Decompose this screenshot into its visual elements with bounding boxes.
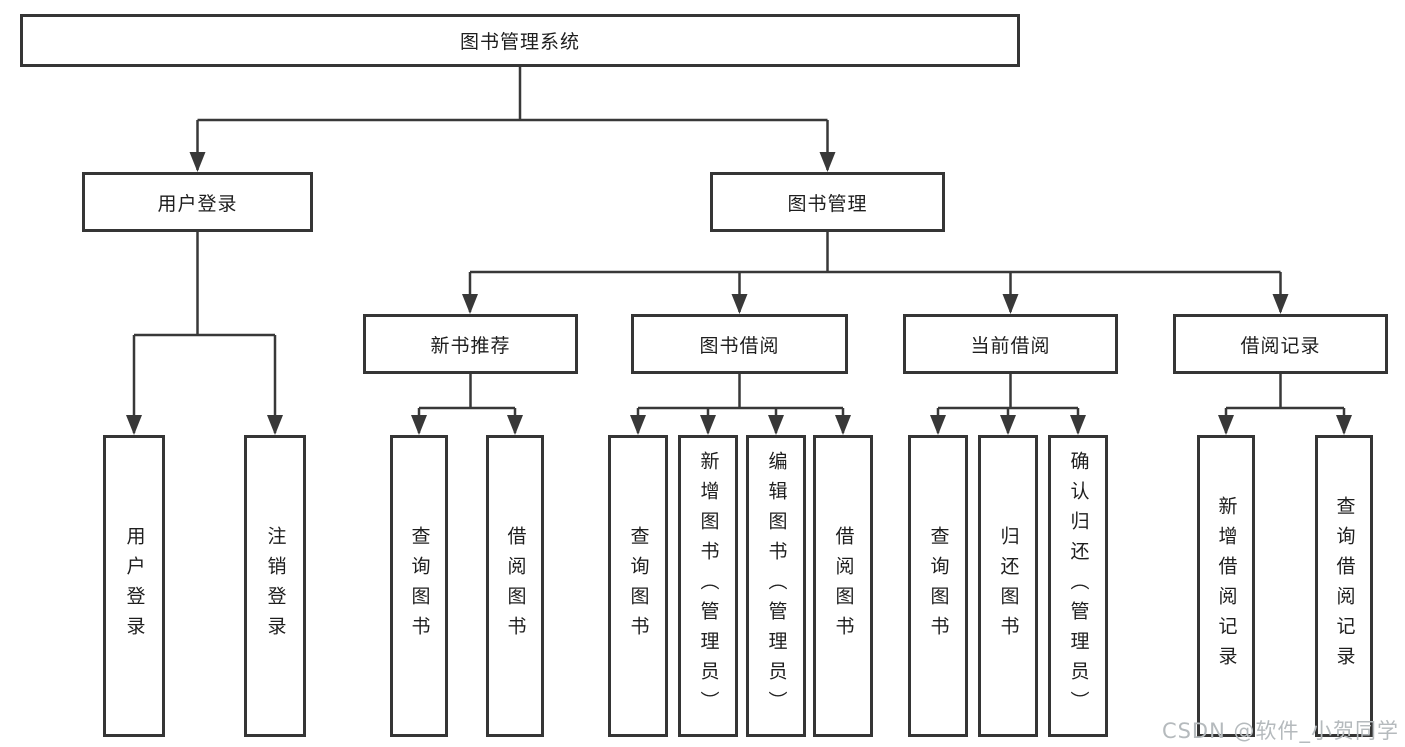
node-label: 借阅图书 — [504, 526, 527, 646]
node-label: 用户登录 — [157, 192, 238, 215]
node-label: 编辑图书（管理员） — [765, 451, 788, 721]
node-label: 确认归还（管理员） — [1067, 451, 1090, 721]
node-label: 查询图书 — [627, 526, 650, 646]
node-leaf-query-book-current: 查询图书 — [908, 435, 968, 737]
node-label: 查询借阅记录 — [1333, 496, 1356, 676]
node-user-login: 用户登录 — [82, 172, 313, 232]
connector-book-borrow-to-leaves — [636, 374, 845, 433]
node-label: 归还图书 — [997, 526, 1020, 646]
node-current-borrow: 当前借阅 — [903, 314, 1118, 374]
node-borrow-record: 借阅记录 — [1173, 314, 1388, 374]
node-book-management: 图书管理 — [710, 172, 945, 232]
node-library-management-system: 图书管理系统 — [20, 14, 1020, 67]
node-leaf-query-book-recommend: 查询图书 — [390, 435, 448, 737]
node-leaf-borrow-book: 借阅图书 — [813, 435, 873, 737]
node-book-borrow: 图书借阅 — [631, 314, 848, 374]
node-label: 查询图书 — [927, 526, 950, 646]
node-label: 新书推荐 — [430, 334, 511, 357]
node-label: 图书管理系统 — [459, 31, 580, 53]
node-leaf-user-login: 用户登录 — [103, 435, 165, 737]
connector-book-management-to-level3 — [468, 232, 1282, 312]
node-leaf-query-book-borrow: 查询图书 — [608, 435, 668, 737]
node-new-book-recommend: 新书推荐 — [363, 314, 578, 374]
node-leaf-add-book-admin: 新增图书（管理员） — [678, 435, 738, 737]
node-label: 新增图书（管理员） — [697, 451, 720, 721]
node-label: 注销登录 — [264, 526, 287, 646]
node-label: 当前借阅 — [970, 334, 1051, 357]
node-leaf-edit-book-admin: 编辑图书（管理员） — [746, 435, 806, 737]
connector-user-login-to-leaves — [132, 232, 277, 433]
connector-root-to-level2 — [196, 67, 829, 170]
connector-new-book-recommend-to-leaves — [417, 374, 517, 433]
connector-borrow-record-to-leaves — [1224, 374, 1346, 433]
node-leaf-logout: 注销登录 — [244, 435, 306, 737]
node-label: 图书借阅 — [699, 334, 780, 357]
node-label: 查询图书 — [408, 526, 431, 646]
csdn-watermark: CSDN @软件_小贺同学 — [1161, 719, 1399, 743]
node-label: 借阅记录 — [1240, 334, 1321, 357]
node-leaf-borrow-book-recommend: 借阅图书 — [486, 435, 544, 737]
node-leaf-confirm-return-admin: 确认归还（管理员） — [1048, 435, 1108, 737]
connector-strokes — [132, 67, 1346, 433]
node-label: 用户登录 — [123, 526, 146, 646]
node-leaf-query-borrow-record: 查询借阅记录 — [1315, 435, 1373, 737]
node-leaf-return-book: 归还图书 — [978, 435, 1038, 737]
node-label: 借阅图书 — [832, 526, 855, 646]
node-leaf-add-borrow-record: 新增借阅记录 — [1197, 435, 1255, 737]
node-label: 图书管理 — [787, 192, 868, 215]
node-label: 新增借阅记录 — [1215, 496, 1238, 676]
